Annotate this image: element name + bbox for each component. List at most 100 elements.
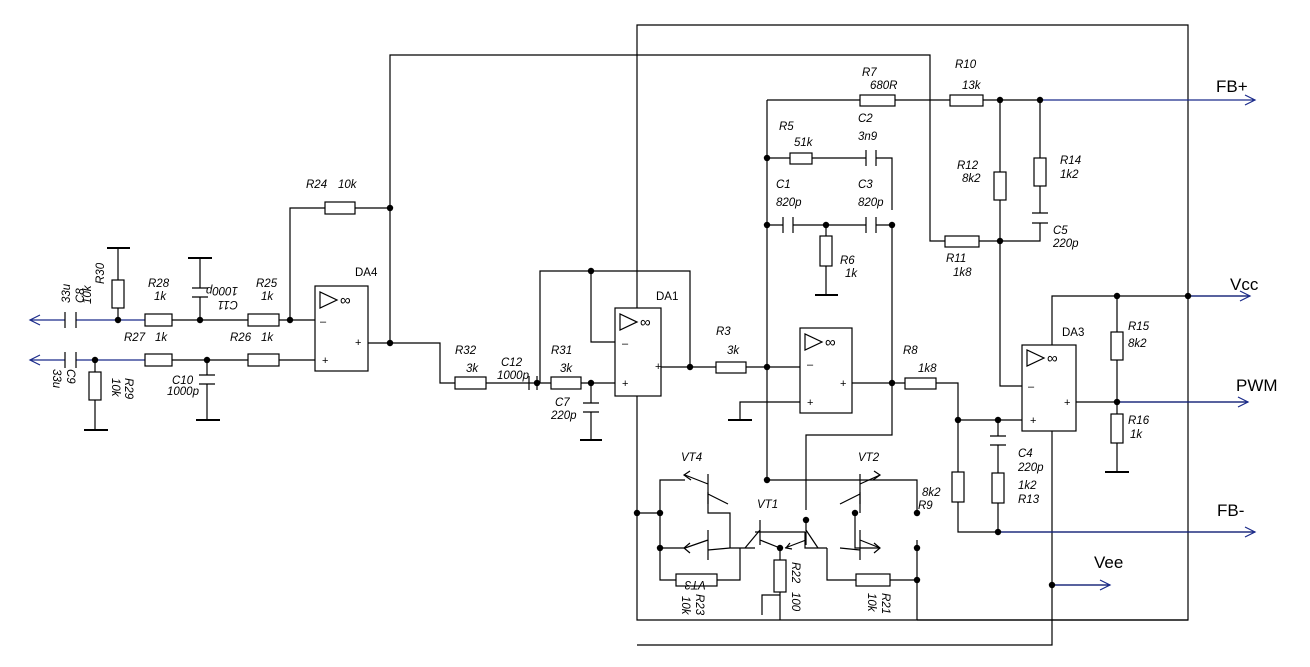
- r13-ref: R13: [1018, 494, 1040, 506]
- c5-value: 220p: [1052, 238, 1079, 250]
- r27-ref: R27: [124, 332, 146, 344]
- r32-value: 3k: [466, 363, 479, 375]
- opamp-da4-minus: –: [320, 316, 327, 328]
- r14-value: 1k2: [1060, 169, 1079, 181]
- r5-ref: R5: [779, 121, 794, 133]
- opamp-da3-label: DA3: [1062, 327, 1084, 339]
- c10-value: 1000p: [167, 386, 200, 398]
- opamp-da4-plus: +: [322, 355, 328, 367]
- r22-ref: R22: [789, 562, 801, 584]
- r7-value: 680R: [870, 80, 898, 92]
- r3-value: 3k: [727, 345, 740, 357]
- r12-value: 8k2: [962, 173, 981, 185]
- r15-value: 8k2: [1128, 338, 1147, 350]
- r3-ref: R3: [716, 326, 731, 338]
- r5-value: 51k: [794, 137, 814, 149]
- r8-ref: R8: [903, 345, 918, 357]
- r10-ref: R10: [955, 59, 977, 71]
- signal-fb-minus: FB-: [1217, 501, 1244, 520]
- c10-ref: C10: [172, 375, 194, 387]
- c3-value: 820p: [858, 197, 884, 209]
- r21-ref: R21: [879, 593, 891, 614]
- opamp-da2-minus: –: [807, 359, 814, 371]
- r29-value: 10k: [109, 378, 121, 398]
- vt1-label: VT1: [757, 499, 778, 511]
- r6-value: 1k: [845, 268, 858, 280]
- c2-ref: C2: [858, 113, 873, 125]
- r31-value: 3k: [560, 363, 573, 375]
- r10-value: 13k: [962, 80, 982, 92]
- r9-value: 8k2: [922, 487, 941, 499]
- r30-value: 10k: [82, 284, 94, 304]
- c12-value: 1000p: [497, 370, 530, 382]
- r32-ref: R32: [455, 345, 477, 357]
- r8-value: 1k8: [918, 363, 937, 375]
- opamp-da4-out-plus: +: [355, 337, 361, 349]
- opamp-da1-infinity: ∞: [640, 314, 651, 331]
- signal-vee: Vee: [1094, 553, 1123, 572]
- r30-ref: R30: [95, 262, 107, 284]
- opamp-da2-plus: +: [807, 397, 813, 409]
- junction-dots: [91, 96, 1192, 589]
- output-nets: [28, 94, 1257, 591]
- r9-ref: R9: [918, 500, 933, 512]
- r24-ref: R24: [306, 179, 327, 191]
- r27-value: 1k: [155, 332, 168, 344]
- opamp-da3-plus: +: [1030, 415, 1036, 427]
- r16-ref: R16: [1128, 415, 1150, 427]
- r11-value: 1k8: [953, 267, 972, 279]
- r23-ref: R23: [693, 594, 705, 616]
- r28-ref: R28: [148, 278, 170, 290]
- vt2-label: VT2: [858, 452, 880, 464]
- c7-value: 220p: [550, 410, 577, 422]
- opamp-da4-infinity: ∞: [340, 292, 351, 309]
- component-labels: R7 680R R10 13k R5 51k C2 3n9 C1 820p C3…: [50, 59, 1150, 616]
- r14-ref: R14: [1060, 155, 1081, 167]
- c1-value: 820p: [776, 197, 802, 209]
- c9-ref: C9: [64, 369, 76, 384]
- opamp-da4: ∞ – + + DA4: [314, 267, 378, 372]
- opamp-da3: ∞ – + + DA3: [1021, 327, 1084, 432]
- opamp-da1: ∞ – + + DA1: [614, 291, 678, 397]
- opamp-da3-out-plus: +: [1064, 397, 1070, 409]
- transistor-symbols: [682, 470, 882, 560]
- r25-ref: R25: [256, 278, 278, 290]
- r7-ref: R7: [862, 67, 877, 79]
- opamp-da1-out-plus: +: [655, 361, 661, 373]
- r16-value: 1k: [1130, 429, 1143, 441]
- c11-ref: C11: [218, 298, 238, 310]
- r26-ref: R26: [230, 332, 252, 344]
- c4-value: 220p: [1017, 462, 1044, 474]
- capacitor-plates: [64, 150, 1048, 446]
- resistor-bodies: [88, 94, 1124, 593]
- r31-ref: R31: [551, 345, 572, 357]
- c1-ref: C1: [776, 179, 791, 191]
- signal-fb-plus: FB+: [1216, 77, 1248, 96]
- opamp-da1-plus: +: [622, 378, 628, 390]
- opamp-da2-out-plus: +: [840, 378, 846, 390]
- r13-value: 1k2: [1018, 480, 1037, 492]
- opamp-da4-label: DA4: [355, 267, 378, 279]
- r29-ref: R29: [122, 378, 134, 400]
- r15-ref: R15: [1128, 321, 1150, 333]
- signal-vcc: Vcc: [1230, 275, 1259, 294]
- c3-ref: C3: [858, 179, 873, 191]
- r6-ref: R6: [840, 255, 855, 267]
- c12-ref: C12: [501, 357, 523, 369]
- opamp-da1-label: DA1: [656, 291, 678, 303]
- r26-value: 1k: [261, 332, 274, 344]
- opamp-da3-infinity: ∞: [1047, 350, 1058, 367]
- c8-ref: C8: [75, 288, 87, 303]
- c11-value: 1000p: [205, 284, 238, 296]
- r25-value: 1k: [261, 291, 274, 303]
- signal-labels: FB+ Vcc PWM FB- Vee: [1094, 77, 1278, 572]
- c7-ref: C7: [555, 397, 570, 409]
- c4-ref: C4: [1018, 448, 1033, 460]
- r24-value: 10k: [338, 179, 358, 191]
- r28-value: 1k: [154, 291, 167, 303]
- c5-ref: C5: [1053, 225, 1068, 237]
- r23-value: 10k: [679, 596, 691, 616]
- c8-value: 33u: [61, 283, 73, 303]
- signal-pwm: PWM: [1236, 376, 1278, 395]
